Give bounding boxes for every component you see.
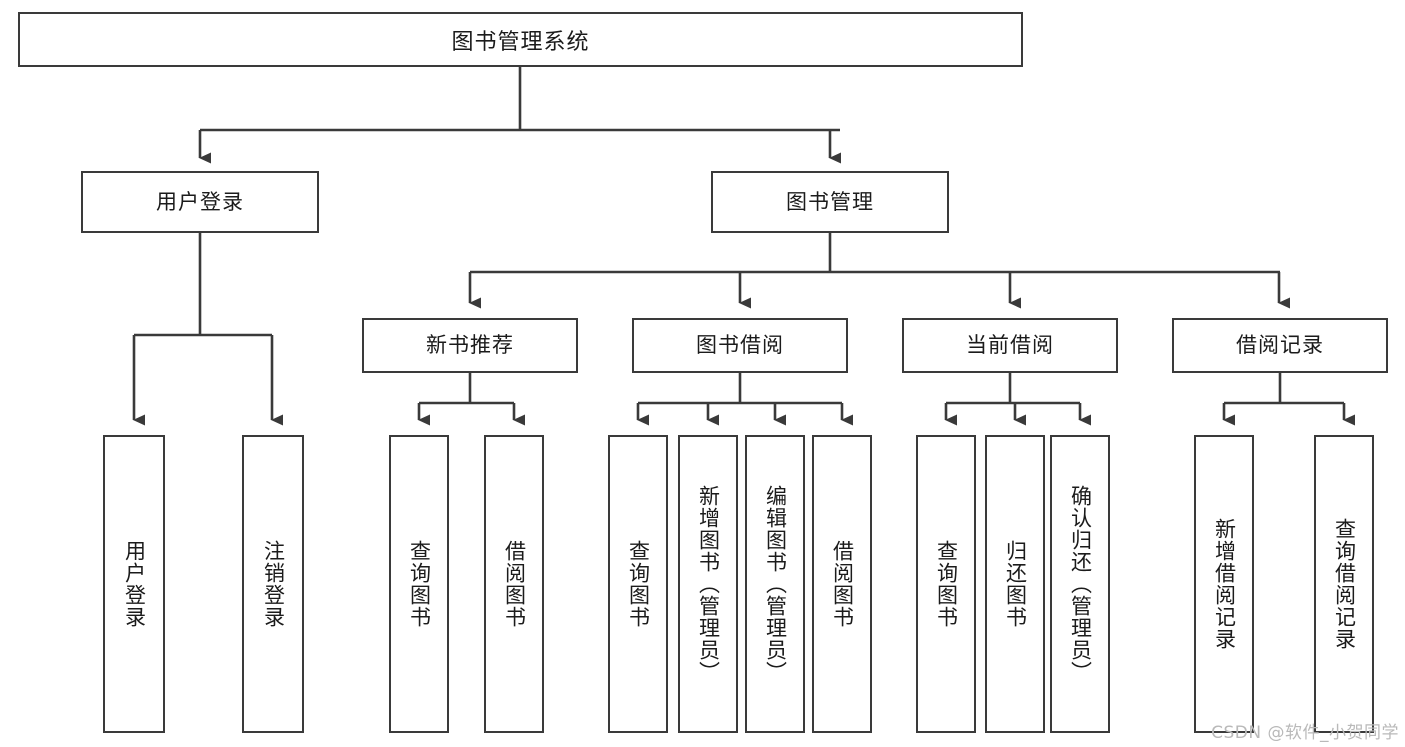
leaf-node[interactable]: 新增借阅记录 xyxy=(1194,435,1254,733)
leaf-node[interactable]: 查询借阅记录 xyxy=(1314,435,1374,733)
leaf-node[interactable]: 确认归还（管理员） xyxy=(1050,435,1110,733)
leaf-node[interactable]: 新增图书（管理员） xyxy=(678,435,738,733)
leaf-label: 查询图书 xyxy=(934,540,959,628)
leaf-label: 新增借阅记录 xyxy=(1212,518,1237,650)
leaf-label: 注销登录 xyxy=(261,540,286,628)
leaf-label: 确认归还（管理员） xyxy=(1068,485,1093,683)
node-current-borrow-label: 当前借阅 xyxy=(966,333,1054,357)
watermark-text: CSDN @软件_小贺同学 xyxy=(1211,723,1399,743)
leaf-label: 借阅图书 xyxy=(502,540,527,628)
node-new-book-recommend-label: 新书推荐 xyxy=(426,333,514,357)
leaf-label: 归还图书 xyxy=(1003,540,1028,628)
leaf-node[interactable]: 借阅图书 xyxy=(484,435,544,733)
node-book-borrow[interactable]: 图书借阅 xyxy=(632,318,848,373)
leaf-label: 查询图书 xyxy=(407,540,432,628)
leaf-node[interactable]: 查询图书 xyxy=(608,435,668,733)
node-root[interactable]: 图书管理系统 xyxy=(18,12,1023,67)
node-book-management-label: 图书管理 xyxy=(786,189,874,214)
leaf-node[interactable]: 用户登录 xyxy=(103,435,165,733)
node-current-borrow[interactable]: 当前借阅 xyxy=(902,318,1118,373)
leaf-label: 借阅图书 xyxy=(830,540,855,628)
node-user-login[interactable]: 用户登录 xyxy=(81,171,319,233)
leaf-label: 查询借阅记录 xyxy=(1332,518,1357,650)
leaf-node[interactable]: 借阅图书 xyxy=(812,435,872,733)
leaf-label: 编辑图书（管理员） xyxy=(763,485,788,683)
node-book-management[interactable]: 图书管理 xyxy=(711,171,949,233)
leaf-label: 用户登录 xyxy=(122,540,147,628)
leaf-node[interactable]: 查询图书 xyxy=(389,435,449,733)
leaf-label: 查询图书 xyxy=(626,540,651,628)
leaf-label: 新增图书（管理员） xyxy=(696,485,721,683)
node-user-login-label: 用户登录 xyxy=(156,189,244,214)
node-borrow-record[interactable]: 借阅记录 xyxy=(1172,318,1388,373)
node-borrow-record-label: 借阅记录 xyxy=(1236,333,1324,357)
leaf-node[interactable]: 编辑图书（管理员） xyxy=(745,435,805,733)
leaf-node[interactable]: 注销登录 xyxy=(242,435,304,733)
node-root-label: 图书管理系统 xyxy=(451,29,590,55)
node-new-book-recommend[interactable]: 新书推荐 xyxy=(362,318,578,373)
leaf-node[interactable]: 归还图书 xyxy=(985,435,1045,733)
leaf-node[interactable]: 查询图书 xyxy=(916,435,976,733)
node-book-borrow-label: 图书借阅 xyxy=(696,333,784,357)
